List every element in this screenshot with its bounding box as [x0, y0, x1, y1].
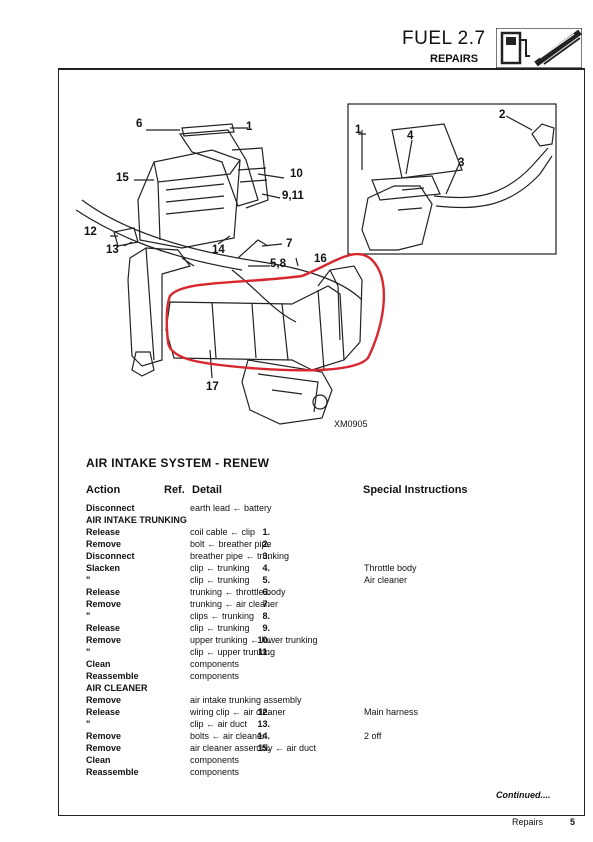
row-action: Remove	[86, 743, 122, 753]
row-special: Main harness	[364, 707, 419, 717]
row-ref: 14.	[257, 731, 270, 741]
row-detail: wiring clip ← air cleaner	[190, 707, 286, 717]
callout-14: 14	[212, 244, 225, 256]
row-ref: 2.	[262, 539, 270, 549]
col-action: Action	[86, 484, 121, 496]
row-detail: upper trunking ← lower trunking	[190, 635, 318, 645]
row-detail: clip ← trunking	[190, 575, 250, 585]
callout-13: 13	[106, 244, 119, 256]
inset-callout-3: 3	[458, 157, 465, 169]
row-ref: 3.	[262, 551, 270, 561]
section-subtitle-repairs: REPAIRS	[430, 53, 479, 65]
row-detail: clips ← trunking	[190, 611, 255, 621]
row-action: Release	[86, 707, 121, 717]
row-ref: 5.	[262, 575, 270, 585]
row-detail: air cleaner assembly ← air duct	[190, 743, 317, 753]
callout-9-11: 9,11	[282, 190, 304, 202]
air-intake-diagram	[75, 103, 557, 425]
row-ref: 7.	[262, 599, 270, 609]
row-detail: breather pipe ← trunking	[190, 551, 290, 561]
content-frame	[58, 68, 585, 816]
row-action: Remove	[86, 539, 122, 549]
inset-callout-2: 2	[499, 109, 506, 121]
row-detail: trunking ← throttle body	[190, 587, 286, 597]
fuel-pump-icon	[496, 28, 582, 68]
row-ref: 8.	[262, 611, 270, 621]
row-action: "	[86, 575, 91, 585]
row-ref: 10.	[257, 635, 270, 645]
row-ref: 11.	[257, 647, 270, 657]
row-ref: 6.	[262, 587, 270, 597]
row-special: Throttle body	[364, 563, 417, 573]
row-special: Air cleaner	[364, 575, 408, 585]
row-action: Disconnect	[86, 503, 135, 513]
callout-12: 12	[84, 226, 97, 238]
page-number: 5	[570, 817, 576, 827]
col-special: Special Instructions	[363, 484, 468, 496]
callout-6: 6	[136, 118, 143, 130]
callout-1: 1	[246, 121, 253, 133]
inset-callout-1: 1	[355, 124, 362, 136]
row-ref: 13.	[257, 719, 270, 729]
row-detail: bolts ← air cleaner	[190, 731, 266, 741]
row-action: Disconnect	[86, 551, 135, 561]
inset-callout-4: 4	[407, 130, 414, 142]
col-detail: Detail	[192, 484, 222, 496]
row-ref: 4.	[262, 563, 270, 573]
callout-5-8: 5,8	[270, 258, 286, 270]
row-action: Clean	[86, 659, 111, 669]
row-detail: coil cable ← clip	[190, 527, 256, 537]
row-detail: earth lead ← battery	[190, 503, 272, 513]
row-detail: clip ← trunking	[190, 563, 250, 573]
row-detail: clip ← air duct	[190, 719, 248, 729]
row-action: Reassemble	[86, 767, 139, 777]
row-action: Remove	[86, 695, 122, 705]
row-action: Release	[86, 587, 121, 597]
row-action: Release	[86, 623, 121, 633]
row-detail: bolt ← breather pipe	[190, 539, 272, 549]
row-ref: 1.	[262, 527, 270, 537]
row-detail: components	[190, 659, 240, 669]
row-detail: air intake trunking assembly	[190, 695, 302, 705]
row-detail: clip ← upper trunking	[190, 647, 276, 657]
row-action: AIR CLEANER	[86, 683, 148, 693]
callout-17: 17	[206, 381, 219, 393]
footer-label: Repairs	[512, 817, 544, 827]
row-detail: components	[190, 671, 240, 681]
row-special: 2 off	[364, 731, 382, 741]
callout-16: 16	[314, 253, 327, 265]
callout-15: 15	[116, 172, 129, 184]
diagram-code: XM0905	[334, 419, 368, 429]
row-action: Remove	[86, 731, 122, 741]
row-action: "	[86, 647, 91, 657]
row-detail: components	[190, 767, 240, 777]
row-action: Clean	[86, 755, 111, 765]
row-action: Release	[86, 527, 121, 537]
row-action: Remove	[86, 635, 122, 645]
row-action: Remove	[86, 599, 122, 609]
row-ref: 12.	[257, 707, 270, 717]
callout-10: 10	[290, 168, 303, 180]
row-action: AIR INTAKE TRUNKING	[86, 515, 187, 525]
section-title-fuel: FUEL 2.7	[402, 28, 486, 49]
row-action: "	[86, 611, 91, 621]
callout-7: 7	[286, 238, 293, 250]
row-action: Slacken	[86, 563, 121, 573]
row-detail: trunking ← air cleaner	[190, 599, 279, 609]
row-action: Reassemble	[86, 671, 139, 681]
row-detail: clip ← trunking	[190, 623, 250, 633]
row-ref: 9.	[262, 623, 270, 633]
row-action: "	[86, 719, 91, 729]
procedure-title: AIR INTAKE SYSTEM - RENEW	[86, 456, 270, 470]
row-ref: 15.	[257, 743, 270, 753]
row-detail: components	[190, 755, 240, 765]
continued-note: Continued....	[496, 790, 551, 800]
col-ref: Ref.	[164, 484, 185, 496]
